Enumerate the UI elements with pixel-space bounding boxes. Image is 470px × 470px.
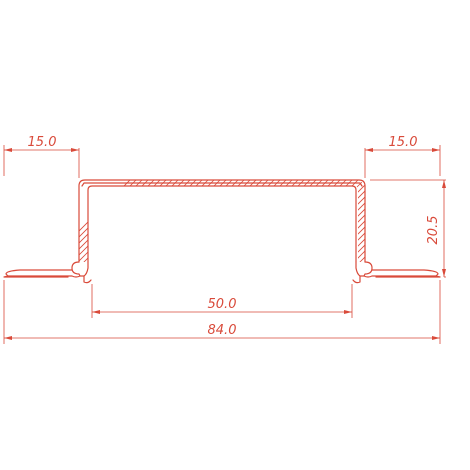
extension-lines — [3, 145, 446, 344]
hatch-line — [153, 180, 245, 262]
hatch-line — [141, 180, 233, 262]
hatch-line — [177, 180, 269, 262]
left-flange-underside — [3, 275, 69, 278]
arrowhead — [442, 269, 446, 277]
hatch-line — [81, 180, 173, 262]
hatch-line — [327, 180, 365, 262]
hatch-line — [195, 180, 287, 262]
hatch-line — [79, 180, 167, 262]
hatch-line — [243, 180, 335, 262]
hatch-line — [412, 180, 470, 270]
hatch-line — [297, 180, 365, 262]
left-hook — [71, 261, 89, 277]
dimension-labels: 15.0 15.0 20.5 50.0 84.0 — [28, 135, 441, 338]
right-flange — [363, 269, 439, 278]
channel-outer-contour — [78, 179, 366, 263]
arrowhead — [4, 336, 12, 340]
hatch-line — [111, 180, 203, 262]
hatch-line — [165, 180, 257, 262]
hatch-line — [79, 180, 155, 262]
hatch-line — [213, 180, 305, 262]
dim-label-height: 20.5 — [426, 216, 441, 245]
hatch-line — [183, 180, 275, 262]
hatch-line — [189, 180, 281, 262]
profile-outline — [3, 179, 441, 284]
top-lip — [81, 182, 363, 187]
hatch-line — [309, 180, 365, 262]
hatch-line — [370, 180, 460, 270]
right-hook — [355, 261, 373, 277]
left-flange — [5, 269, 81, 278]
hatch-line — [261, 180, 353, 262]
arrowhead — [344, 310, 352, 314]
hatch-line — [303, 180, 365, 262]
hatch-line — [79, 180, 131, 262]
hatch-line — [273, 180, 365, 262]
arrowhead — [92, 310, 100, 314]
hatch-line — [79, 180, 143, 262]
hatch-line — [237, 180, 329, 262]
hatch-line — [291, 180, 365, 262]
arrowhead — [432, 336, 440, 340]
hatch-line — [135, 180, 227, 262]
hatch-line — [105, 180, 197, 262]
dim-label-left-flange: 15.0 — [28, 135, 57, 150]
arrowhead — [71, 148, 79, 152]
hatch-line — [339, 180, 365, 262]
hatch-line — [201, 180, 293, 262]
hatch-line — [171, 180, 263, 262]
hatch-line — [255, 180, 347, 262]
hatch-line — [79, 180, 161, 262]
arrowhead — [432, 148, 440, 152]
arrowhead — [365, 148, 373, 152]
hatch-line — [159, 180, 251, 262]
hatch-line — [123, 180, 215, 262]
hatch-line — [285, 180, 365, 262]
wall-hatching — [79, 180, 470, 270]
hatch-line — [321, 180, 365, 262]
left-hook-clip — [83, 275, 92, 284]
hatch-line — [225, 180, 317, 262]
hatch-line — [249, 180, 341, 262]
hatch-line — [79, 180, 137, 262]
hatch-line — [79, 180, 149, 262]
hatch-line — [376, 180, 466, 270]
hatch-line — [117, 180, 209, 262]
right-hook-clip — [352, 275, 361, 284]
right-flange-underside — [375, 275, 441, 278]
hatch-line — [219, 180, 311, 262]
dim-label-inner-width: 50.0 — [208, 297, 237, 312]
hatch-line — [87, 180, 179, 262]
arrowhead — [4, 148, 12, 152]
dim-label-right-flange: 15.0 — [389, 135, 418, 150]
hatch-line — [99, 180, 191, 262]
hatch-line — [333, 180, 365, 262]
hatch-line — [231, 180, 323, 262]
hatch-line — [207, 180, 299, 262]
dimension-lines — [4, 148, 446, 340]
arrowhead — [442, 180, 446, 188]
hatch-line — [93, 180, 185, 262]
hatch-line — [315, 180, 365, 262]
hatch-line — [147, 180, 239, 262]
dim-label-overall-width: 84.0 — [208, 323, 237, 338]
channel-inner-contour — [87, 185, 357, 263]
hatch-line — [345, 180, 365, 262]
hatch-line — [267, 180, 359, 262]
hatch-line — [129, 180, 221, 262]
